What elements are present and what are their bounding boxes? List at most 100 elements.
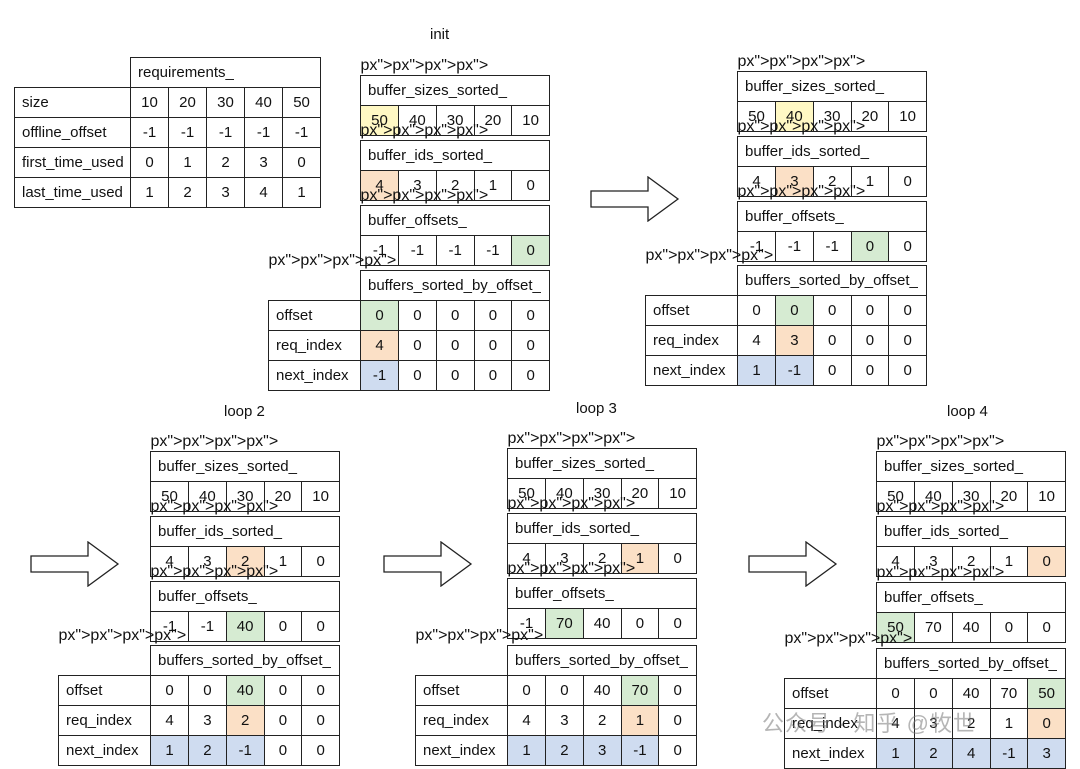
watermark: 公众号 · 知乎 @牧世 (762, 711, 976, 736)
array-cell: 70 (989, 677, 1029, 709)
array-title: buffer_sizes_sorted_ (507, 448, 697, 479)
buffers-sorted-by-offset-table: px">px">px">px">buffers_sorted_by_offset… (784, 630, 1066, 769)
cell: 10 (130, 87, 169, 118)
row-label: offset (415, 674, 508, 706)
array-cell: 4 (507, 704, 546, 736)
blank-cell (646, 265, 738, 295)
row-label: offset (645, 294, 738, 326)
array-cell: -1 (473, 235, 513, 266)
array-cell: 3 (545, 543, 584, 574)
array-cell: 0 (737, 294, 776, 326)
array-cell: -1 (507, 608, 546, 639)
array-title: buffer_sizes_sorted_ (876, 451, 1066, 482)
array-title: buffer_ids_sorted_ (360, 140, 550, 171)
requirements-table: requirements_ size 10 20 30 40 50 offlin… (14, 57, 322, 208)
array-cell: 1 (507, 734, 546, 766)
array-cell: 0 (888, 231, 927, 262)
right-arrow-icon (748, 541, 838, 587)
array-title: buffers_sorted_by_offset_ (507, 644, 697, 676)
array-cell: 0 (511, 170, 550, 201)
array-cell: 0 (435, 299, 475, 331)
array-cell: 10 (1027, 481, 1066, 512)
row-label: next_index (268, 359, 361, 391)
panel-title: init (430, 26, 450, 43)
array-cell: 70 (620, 674, 660, 706)
array-cell: 50 (876, 481, 915, 512)
array-cell: 1 (989, 707, 1029, 739)
array-cell: 0 (263, 734, 303, 766)
array-cell: 20 (850, 101, 890, 132)
array-cell: 0 (398, 359, 437, 391)
array-cell: 3 (775, 166, 814, 197)
cell: -1 (244, 117, 283, 148)
panel-title: loop 4 (947, 403, 988, 420)
array-cell: 4 (876, 546, 915, 577)
array-cell: 2 (914, 737, 953, 769)
array-cell: 1 (150, 734, 189, 766)
array-cell: 4 (507, 543, 546, 574)
array-cell: 0 (888, 324, 927, 356)
array-cell: 0 (511, 329, 550, 361)
blank-cell (59, 645, 151, 675)
array-cell: -1 (360, 359, 399, 391)
array-cell: 0 (620, 608, 660, 639)
row-label: next_index (58, 734, 151, 766)
array-cell: -1 (775, 354, 814, 386)
array-cell: 0 (301, 674, 340, 706)
array-cell: 70 (545, 608, 584, 639)
array-cell: 0 (360, 299, 399, 331)
array-cell: 20 (620, 478, 660, 509)
array-cell: 0 (888, 294, 927, 326)
array-cell: 4 (360, 170, 399, 201)
array-cell: 50 (150, 481, 189, 512)
array-cell: 2 (951, 546, 991, 577)
array-title: buffers_sorted_by_offset_ (737, 264, 927, 296)
buffers-sorted-by-offset-table: px">px">px">px">buffers_sorted_by_offset… (645, 247, 927, 386)
array-cell: 30 (582, 478, 622, 509)
array-cell: 0 (888, 354, 927, 386)
array-cell: 4 (150, 704, 189, 736)
array-cell: -1 (360, 235, 399, 266)
array-cell: 0 (301, 704, 340, 736)
row-label: offline_offset (14, 117, 131, 148)
array-title: buffer_offsets_ (876, 582, 1066, 613)
cell: 4 (244, 177, 283, 208)
cell: -1 (130, 117, 169, 148)
cell: 0 (281, 147, 322, 178)
array-cell: -1 (225, 734, 265, 766)
array-cell: 50 (876, 612, 915, 643)
array-cell: 1 (989, 546, 1029, 577)
array-cell: 0 (876, 677, 915, 709)
array-cell: 40 (398, 105, 437, 136)
row-label: next_index (784, 737, 877, 769)
row-label: next_index (415, 734, 508, 766)
cell: 20 (168, 87, 207, 118)
array-cell: 4 (737, 166, 776, 197)
array-cell: 0 (812, 294, 852, 326)
row-label: offset (268, 299, 361, 331)
cell: 50 (281, 87, 322, 118)
row-label: offset (784, 677, 877, 709)
array-cell: 0 (658, 674, 697, 706)
array-cell: -1 (435, 235, 475, 266)
array-cell: -1 (150, 611, 189, 642)
array-cell: 0 (263, 611, 303, 642)
array-cell: -1 (989, 737, 1029, 769)
array-cell: 0 (398, 329, 437, 361)
array-cell: 40 (225, 611, 265, 642)
array-title: buffers_sorted_by_offset_ (360, 269, 550, 301)
